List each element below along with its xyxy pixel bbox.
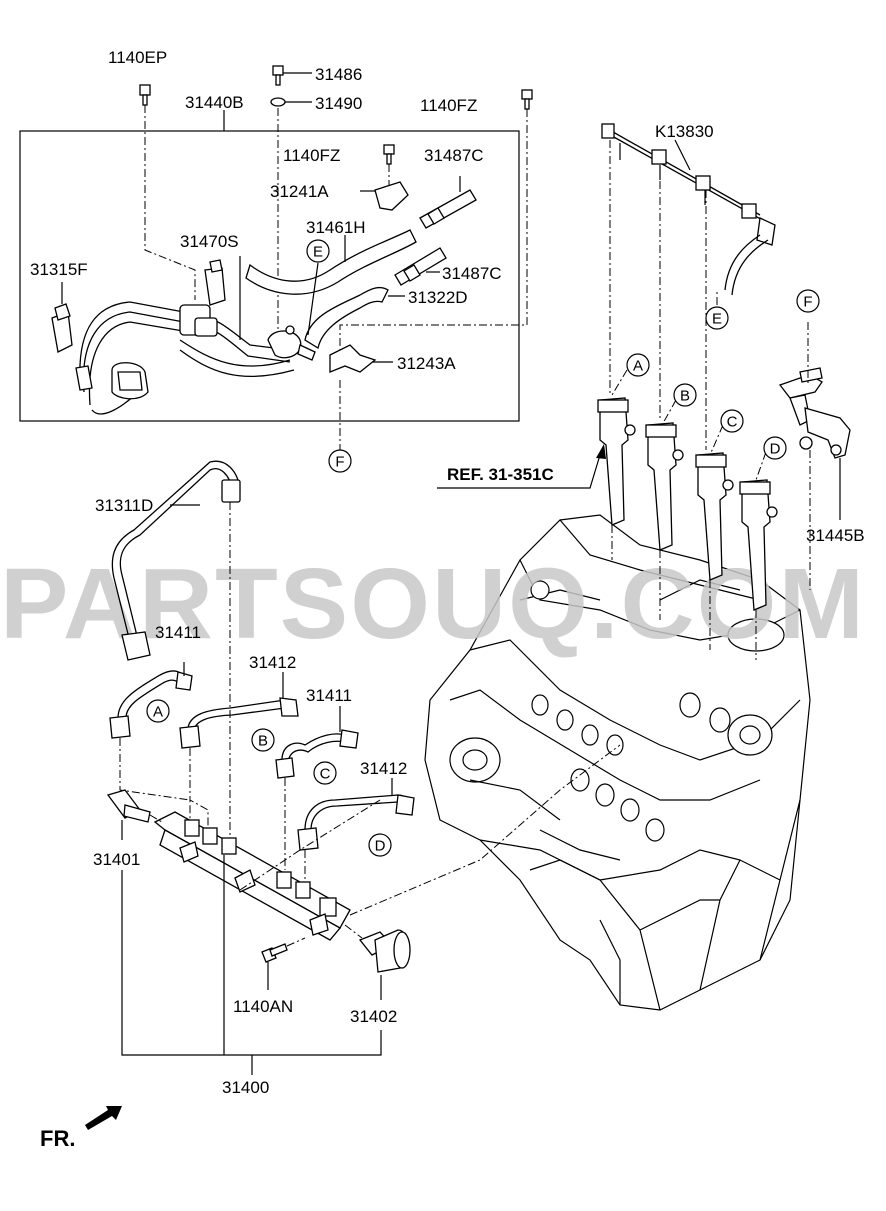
pipe-31411-C (275, 706, 359, 870)
injector-2 (645, 422, 684, 620)
valve-31402 (344, 924, 411, 1000)
bolt-1140EP (139, 84, 196, 300)
common-rail-31400 (153, 811, 351, 941)
pipe-31411-A (109, 662, 193, 820)
label-1140AN: 1140AN (233, 997, 293, 1016)
bolt-1140FZ-box (383, 144, 395, 190)
label-31401: 31401 (93, 850, 140, 869)
label-1140FZ-top: 1140FZ (420, 96, 477, 115)
label-31440B: 31440B (185, 93, 244, 112)
filter-31315F (51, 282, 73, 353)
hose-31322D (304, 286, 405, 350)
assembly-bracket-31400 (121, 855, 382, 1075)
label-1140EP: 1140EP (108, 48, 167, 67)
svg-text:A: A (153, 704, 163, 721)
callout-D-injector: D (763, 436, 787, 460)
return-hose-assembly-box (19, 110, 520, 422)
label-31412-b: 31412 (249, 653, 296, 672)
injector-harness-K13830 (601, 123, 776, 450)
label-31243A: 31243A (397, 354, 456, 373)
pipe-31412-B (179, 672, 299, 830)
rail-engine-leaders (239, 744, 621, 916)
bracket-31241A (360, 181, 409, 211)
bolt-1140FZ-top (339, 89, 533, 365)
svg-text:D: D (770, 441, 781, 458)
label-31322D: 31322D (408, 288, 468, 307)
label-31461H: 31461H (306, 218, 366, 237)
front-direction-arrow (85, 1106, 122, 1130)
bracket-31243A (329, 344, 393, 373)
label-K13830: K13830 (655, 122, 714, 141)
callout-A-pipe: A (146, 699, 170, 723)
sensor-31470S (204, 256, 241, 340)
label-31402: 31402 (350, 1007, 397, 1026)
callout-D-pipe: D (368, 833, 392, 857)
label-31470S: 31470S (180, 232, 239, 251)
label-front-direction: FR. (40, 1126, 75, 1151)
label-31490: 31490 (315, 94, 362, 113)
svg-text:C: C (320, 766, 331, 783)
callout-A-injector: A (626, 353, 650, 377)
part-labels: 1140EP 31486 31490 31440B 1140FZ K13830 … (30, 48, 865, 1151)
label-31486: 31486 (315, 65, 362, 84)
engine-block-illustration (424, 514, 811, 1011)
label-31411-c: 31411 (306, 686, 352, 705)
connector-31487C-top (419, 176, 477, 229)
callout-C-injector: C (720, 409, 744, 433)
bracket-31445B (778, 322, 851, 590)
svg-text:B: B (258, 733, 268, 750)
svg-text:E: E (313, 244, 323, 261)
callout-F-top: F (328, 380, 352, 473)
callout-E-top: E (306, 239, 330, 263)
hose-31461H (245, 229, 417, 295)
callout-E-harness: E (705, 306, 729, 330)
pipe-31311D (111, 460, 241, 845)
label-31445B: 31445B (806, 526, 865, 545)
pipe-31412-D (297, 778, 415, 880)
callout-B-pipe: B (251, 728, 275, 752)
injector-4 (739, 479, 778, 660)
label-reference: REF. 31-351C (447, 465, 554, 484)
label-31411-a: 31411 (155, 623, 201, 642)
connector-31487C-mid (394, 247, 447, 286)
label-31412-d: 31412 (360, 759, 407, 778)
return-line-31440B (75, 301, 316, 415)
label-31241A: 31241A (270, 182, 329, 201)
svg-text:F: F (335, 454, 344, 471)
reference-arrow (437, 444, 606, 489)
svg-text:D: D (375, 838, 386, 855)
svg-text:B: B (680, 388, 690, 405)
injector-3 (695, 452, 734, 650)
bolt-1140AN (261, 937, 306, 990)
injector-callout-leaders (611, 290, 767, 481)
sensor-31401 (106, 789, 163, 840)
callout-B-injector: B (673, 383, 697, 407)
svg-text:E: E (712, 311, 722, 328)
callout-E-box-leader (307, 262, 319, 336)
label-31400: 31400 (222, 1078, 269, 1097)
label-31487C-mid: 31487C (442, 264, 502, 283)
label-1140FZ-box: 1140FZ (283, 146, 340, 165)
washer-31490 (270, 97, 312, 330)
svg-text:F: F (803, 294, 812, 311)
callout-C-pipe: C (313, 761, 337, 785)
label-31315F: 31315F (30, 260, 88, 279)
injector-1 (597, 397, 636, 560)
bolt-31486 (272, 65, 312, 86)
callout-F-bracket: F (796, 289, 820, 313)
svg-text:C: C (727, 414, 738, 431)
label-31487C-top: 31487C (424, 146, 484, 165)
label-31311D: 31311D (95, 496, 153, 515)
svg-text:A: A (633, 358, 643, 375)
